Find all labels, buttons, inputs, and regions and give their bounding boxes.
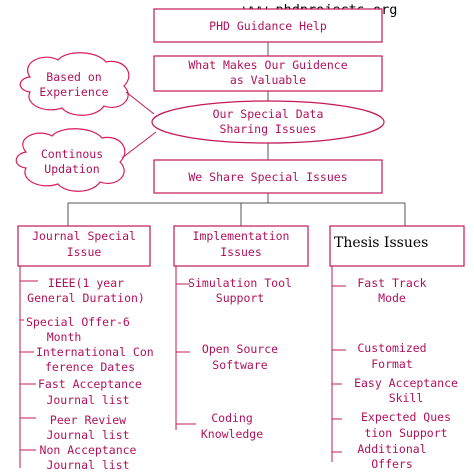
- box-what-makes-line-1: What Makes Our Guidence: [188, 58, 347, 72]
- column-journal-special-issue: Journal Special Issue IEEE(1 year Genera…: [17, 225, 154, 472]
- journal-item-line-2: General Duration): [27, 291, 145, 305]
- journal-item-line-2: Journal list: [46, 393, 129, 407]
- ellipse-special-data: [151, 100, 385, 144]
- ellipse-line-2: Sharing Issues: [220, 122, 317, 136]
- box-we-share: [153, 159, 383, 194]
- journal-item-line-2: Journal list: [46, 428, 129, 442]
- box-we-share-label: We Share Special Issues: [188, 170, 347, 184]
- cloud-continous-updation: Continous Updation: [15, 128, 126, 192]
- thesis-item-line-2: Format: [371, 357, 413, 371]
- cloud-experience-line-1: Based on: [46, 70, 101, 84]
- box-implementation-header: [173, 225, 309, 267]
- implementation-item-line-2: Knowledge: [201, 427, 263, 441]
- thesis-item-line-2: Offers: [371, 457, 413, 471]
- thesis-item-line-1: Expected Ques: [361, 410, 451, 424]
- journal-header-line-1: Journal Special: [32, 229, 136, 243]
- journal-item-line-1: International Con: [36, 345, 154, 359]
- box-phd-guidance-label: PHD Guidance Help: [209, 19, 327, 33]
- cloud-experience-shape: [19, 52, 130, 116]
- implementation-header-line-1: Implementation: [193, 229, 290, 243]
- journal-item-line-1: Peer Review: [50, 413, 126, 427]
- column-implementation-issues: Implementation Issues Simulation Tool Su…: [173, 225, 309, 441]
- journal-item-line-2: Journal list: [46, 458, 129, 472]
- implementation-item-line-2: Software: [212, 358, 267, 372]
- implementation-item-line-2: Support: [216, 291, 264, 305]
- thesis-item-line-2: tion Support: [364, 426, 447, 440]
- journal-item-line-1: Fast Acceptance: [38, 377, 142, 391]
- journal-item-line-1: IEEE(1 year: [48, 276, 124, 290]
- journal-item-line-1: Non Acceptance: [40, 443, 137, 457]
- connector-cloud-experience: [125, 91, 155, 115]
- cloud-updation-line-2: Updation: [44, 162, 99, 176]
- journal-header-line-2: Issue: [67, 245, 102, 259]
- thesis-item-line-1: Fast Track: [357, 276, 426, 290]
- journal-item-line-1: Special Offer-6: [26, 315, 130, 329]
- connector-cloud-updation: [121, 131, 157, 159]
- implementation-item-line-1: Simulation Tool: [188, 276, 292, 290]
- implementation-item-line-1: Open Source: [202, 342, 278, 356]
- ellipse-line-1: Our Special Data: [213, 107, 324, 121]
- cloud-updation-shape: [15, 128, 126, 192]
- thesis-item-line-2: Skill: [389, 391, 424, 405]
- column-thesis-issues: Thesis Issues Fast Track Mode Customized…: [329, 225, 465, 471]
- implementation-item-line-1: Coding: [211, 411, 253, 425]
- cloud-experience-line-2: Experience: [39, 85, 108, 99]
- box-journal-header: [17, 225, 151, 267]
- thesis-header-label: Thesis Issues: [334, 235, 428, 251]
- journal-item-line-2: ference Dates: [45, 360, 135, 374]
- thesis-item-line-1: Customized: [357, 341, 426, 355]
- box-what-makes: [153, 55, 383, 92]
- box-what-makes-line-2: as Valuable: [230, 73, 306, 87]
- box-thesis-header: [329, 225, 465, 267]
- box-phd-guidance: [153, 8, 383, 43]
- implementation-header-line-2: Issues: [220, 245, 262, 259]
- journal-item-line-2: Month: [47, 330, 82, 344]
- thesis-item-line-1: Additional: [357, 442, 426, 456]
- thesis-item-line-1: Easy Acceptance: [354, 376, 458, 390]
- cloud-based-on-experience: Based on Experience: [19, 52, 130, 116]
- thesis-item-line-2: Mode: [378, 291, 406, 305]
- cloud-updation-line-1: Continous: [41, 147, 103, 161]
